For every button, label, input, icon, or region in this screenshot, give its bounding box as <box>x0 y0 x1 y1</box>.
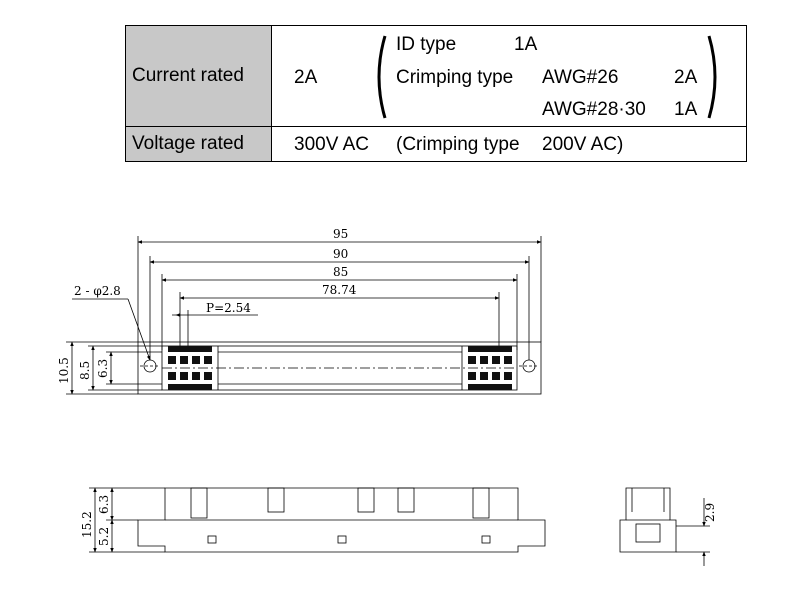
dim-90: 90 <box>333 247 348 261</box>
dim-78-74: 78.74 <box>322 283 357 297</box>
current-rated-label: Current rated <box>132 65 244 86</box>
voltage-rated-label: Voltage rated <box>132 133 244 154</box>
right-paren <box>707 35 717 119</box>
left-paren <box>377 35 387 119</box>
dim-2-9: 2.9 <box>703 503 717 522</box>
awg2830-value: 1A <box>674 99 698 120</box>
voltage-rated-label-cell: Voltage rated <box>126 127 272 161</box>
awg26-value: 2A <box>674 67 698 88</box>
voltage-note-value: 200V AC) <box>542 134 624 155</box>
voltage-note: (Crimping type <box>396 134 520 155</box>
row-divider <box>272 126 747 127</box>
dim-95: 95 <box>333 227 348 241</box>
awg2830-label: AWG#28·30 <box>542 99 646 120</box>
dim-6-3-side: 6.3 <box>97 495 111 514</box>
dim-10-5: 10.5 <box>57 357 71 384</box>
dim-85: 85 <box>333 265 348 279</box>
dim-holes: 2 - φ2.8 <box>74 284 121 298</box>
crimping-type-label: Crimping type <box>396 67 514 88</box>
current-rated-label-cell: Current rated <box>126 26 272 127</box>
awg26-label: AWG#26 <box>542 67 619 88</box>
dim-5-2: 5.2 <box>97 527 111 546</box>
dim-8-5: 8.5 <box>78 361 92 380</box>
dim-pitch: P=2.54 <box>206 301 251 315</box>
id-type-label: ID type <box>396 34 457 55</box>
id-type-value: 1A <box>514 34 538 55</box>
dim-15-2: 15.2 <box>80 511 94 538</box>
dim-6-3-top: 6.3 <box>96 359 110 378</box>
current-rated-value: 2A <box>294 67 318 88</box>
spec-table: Current rated Voltage rated 2A ID type 1… <box>125 25 747 162</box>
voltage-rated-value: 300V AC <box>294 134 369 155</box>
